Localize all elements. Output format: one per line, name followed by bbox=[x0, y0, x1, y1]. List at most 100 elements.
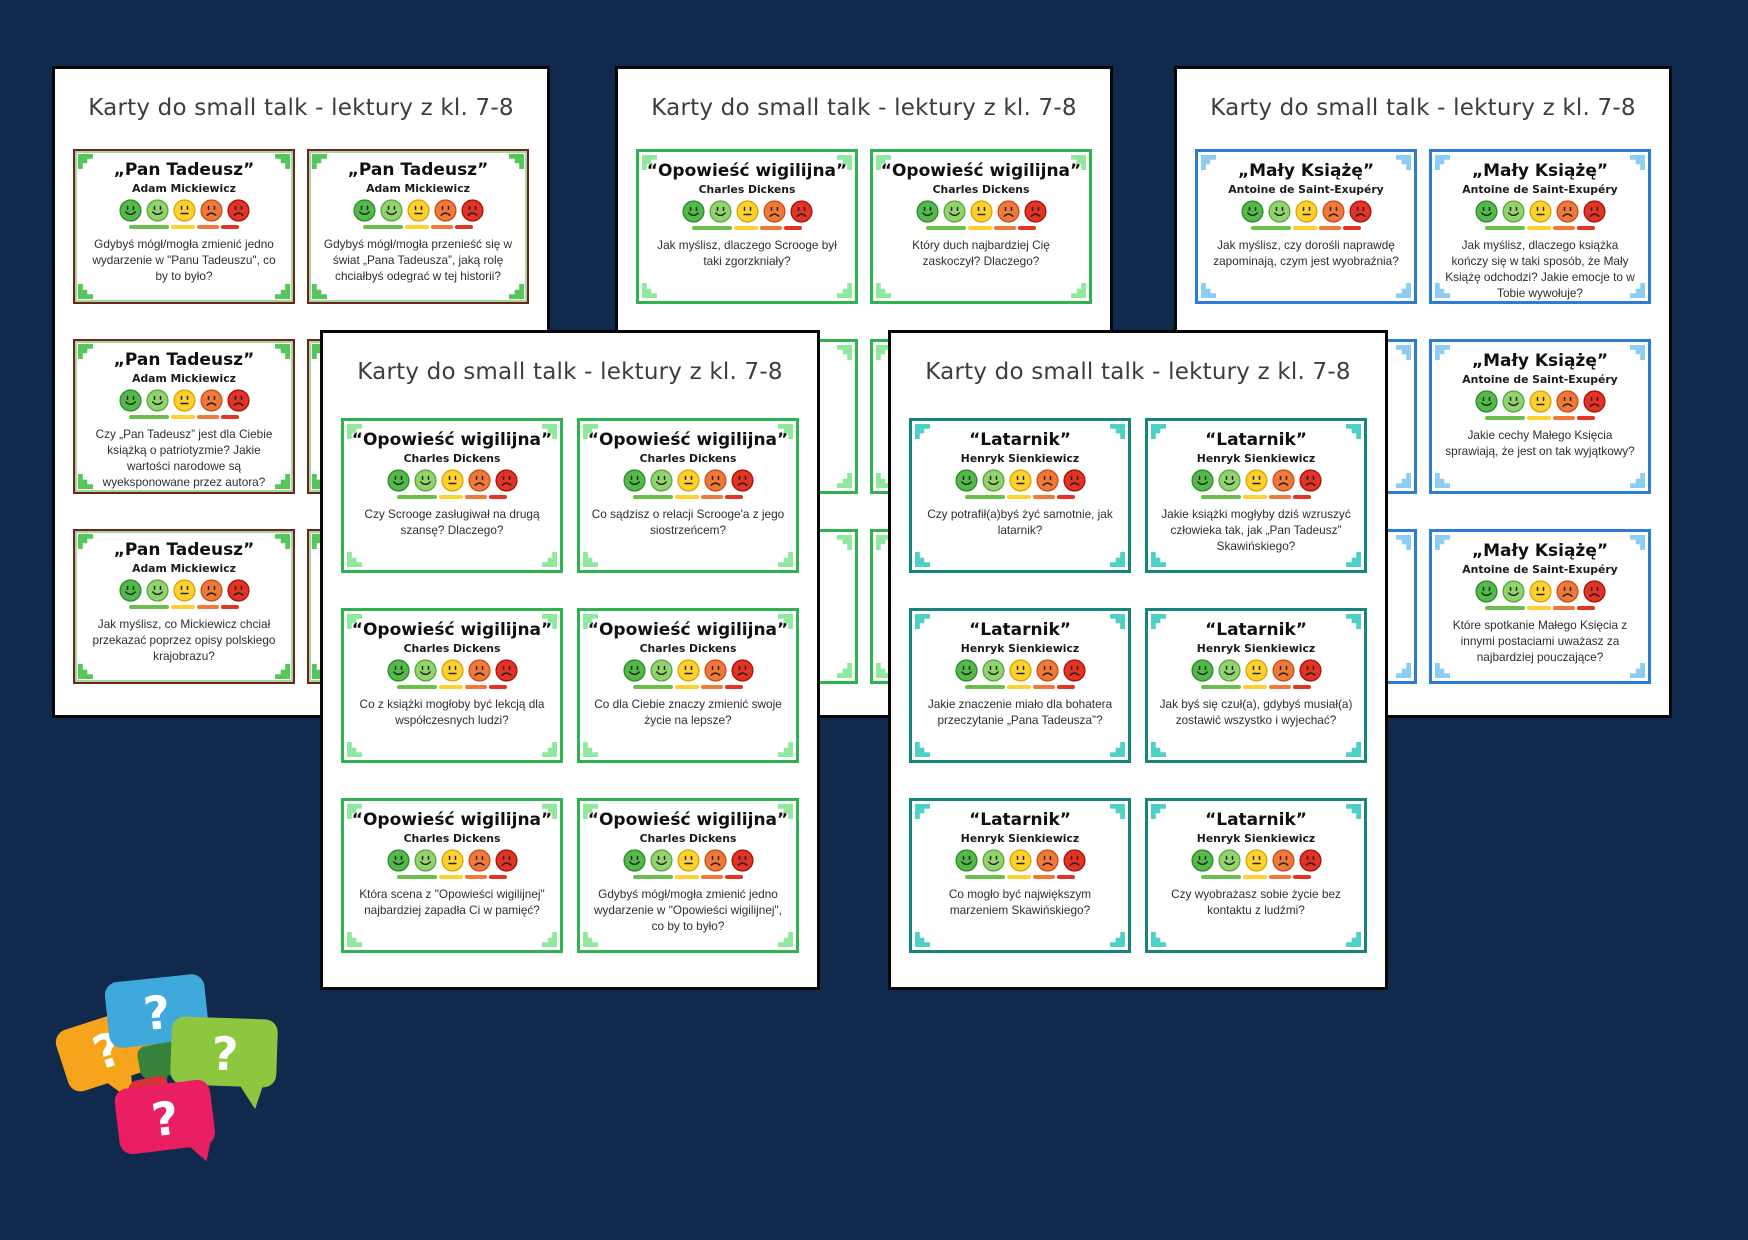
face-happy-icon bbox=[118, 199, 142, 222]
face-sad-icon bbox=[1271, 469, 1295, 492]
face-sad-icon bbox=[789, 200, 813, 223]
face-sad-icon bbox=[226, 389, 250, 412]
card-author: Henryk Sienkiewicz bbox=[1196, 642, 1316, 655]
difficulty-bar-segment bbox=[1269, 685, 1291, 689]
difficulty-bar-segment bbox=[1319, 226, 1341, 230]
card-question: Gdybyś mógł/mogła zmienić jedno wydarzen… bbox=[92, 237, 276, 283]
corner-decoration bbox=[347, 552, 362, 567]
difficulty-bar-segment bbox=[1033, 875, 1055, 879]
difficulty-bar-segment bbox=[439, 685, 463, 689]
difficulty-bar-segment bbox=[1577, 606, 1595, 610]
card-author: Charles Dickens bbox=[639, 832, 737, 845]
corner-decoration bbox=[1346, 552, 1361, 567]
difficulty-bar-segment bbox=[1201, 495, 1241, 499]
difficulty-bar bbox=[580, 685, 796, 689]
card-book-title: “Latarnik” bbox=[969, 810, 1071, 830]
face-sad-icon bbox=[1271, 659, 1295, 682]
card-author: Antoine de Saint-Exupéry bbox=[1462, 183, 1618, 196]
face-happy-icon bbox=[622, 469, 646, 492]
corner-decoration bbox=[1630, 663, 1645, 678]
difficulty-bar-segment bbox=[1018, 226, 1036, 230]
corner-decoration bbox=[583, 552, 598, 567]
card-book-title: „Pan Tadeusz” bbox=[113, 160, 255, 180]
corner-decoration bbox=[837, 283, 852, 298]
corner-decoration bbox=[1396, 473, 1411, 488]
face-happy-icon bbox=[981, 469, 1005, 492]
card-question: Czy potrafił(a)byś żyć samotnie, jak lat… bbox=[927, 507, 1113, 537]
difficulty-bar-segment bbox=[926, 226, 966, 230]
face-happy-icon bbox=[1217, 469, 1241, 492]
corner-decoration bbox=[915, 932, 930, 947]
card-book-title: “Opowieść wigilijna” bbox=[587, 430, 789, 450]
face-happy-icon bbox=[954, 849, 978, 872]
face-neutral-icon bbox=[676, 659, 700, 682]
difficulty-bar-segment bbox=[1057, 875, 1075, 879]
corner-decoration bbox=[837, 663, 852, 678]
corner-decoration bbox=[78, 664, 93, 679]
difficulty-bar-segment bbox=[675, 685, 699, 689]
face-happy-icon bbox=[352, 199, 376, 222]
face-happy-icon bbox=[1190, 469, 1214, 492]
card-author: Charles Dickens bbox=[639, 452, 737, 465]
corner-decoration bbox=[837, 345, 852, 360]
corner-decoration bbox=[509, 284, 524, 299]
face-sad-icon bbox=[226, 579, 250, 602]
difficulty-bar-segment bbox=[1201, 875, 1241, 879]
corner-decoration bbox=[1110, 932, 1125, 947]
face-sad-icon bbox=[1298, 469, 1322, 492]
face-happy-icon bbox=[1501, 200, 1525, 223]
face-sad-icon bbox=[467, 659, 491, 682]
difficulty-bar bbox=[344, 495, 560, 499]
corner-decoration bbox=[778, 552, 793, 567]
card-book-title: “Opowieść wigilijna” bbox=[351, 810, 553, 830]
card-question: Jak myślisz, dlaczego książka kończy się… bbox=[1445, 238, 1635, 300]
difficulty-bar bbox=[1198, 226, 1414, 230]
card-book-title: “Latarnik” bbox=[1205, 620, 1307, 640]
face-happy-icon bbox=[1474, 580, 1498, 603]
face-happy-icon bbox=[386, 469, 410, 492]
difficulty-bar-segment bbox=[675, 875, 699, 879]
difficulty-bar-segment bbox=[1485, 606, 1525, 610]
face-sad-icon bbox=[703, 469, 727, 492]
face-sad-icon bbox=[199, 389, 223, 412]
difficulty-scale bbox=[344, 849, 560, 872]
face-happy-icon bbox=[915, 200, 939, 223]
face-sad-icon bbox=[703, 659, 727, 682]
card-author: Charles Dickens bbox=[403, 452, 501, 465]
corner-decoration bbox=[1151, 742, 1166, 757]
difficulty-bar bbox=[75, 415, 293, 419]
face-neutral-icon bbox=[440, 659, 464, 682]
face-happy-icon bbox=[145, 199, 169, 222]
difficulty-scale bbox=[580, 849, 796, 872]
card-book-title: “Opowieść wigilijna” bbox=[351, 620, 553, 640]
page-title: Karty do small talk - lektury z kl. 7-8 bbox=[88, 95, 514, 121]
face-happy-icon bbox=[413, 469, 437, 492]
corner-decoration bbox=[1435, 473, 1450, 488]
difficulty-scale bbox=[912, 659, 1128, 682]
face-sad-icon bbox=[494, 849, 518, 872]
difficulty-bar-segment bbox=[197, 415, 219, 419]
difficulty-bar-segment bbox=[1293, 226, 1317, 230]
face-happy-icon bbox=[954, 659, 978, 682]
face-sad-icon bbox=[1035, 659, 1059, 682]
page-latarnik: Karty do small talk - lektury z kl. 7-8 … bbox=[888, 330, 1388, 990]
corner-decoration bbox=[275, 664, 290, 679]
difficulty-bar-segment bbox=[129, 605, 169, 609]
difficulty-bar bbox=[580, 495, 796, 499]
difficulty-bar bbox=[639, 226, 855, 230]
difficulty-scale bbox=[75, 199, 293, 222]
corner-decoration bbox=[1396, 283, 1411, 298]
face-neutral-icon bbox=[1008, 469, 1032, 492]
difficulty-bar-segment bbox=[1553, 226, 1575, 230]
card-question: Czy „Pan Tadeusz” jest dla Ciebie książk… bbox=[95, 427, 273, 489]
face-happy-icon bbox=[386, 659, 410, 682]
face-neutral-icon bbox=[676, 849, 700, 872]
difficulty-bar-segment bbox=[439, 875, 463, 879]
face-sad-icon bbox=[1062, 659, 1086, 682]
difficulty-bar-segment bbox=[633, 685, 673, 689]
